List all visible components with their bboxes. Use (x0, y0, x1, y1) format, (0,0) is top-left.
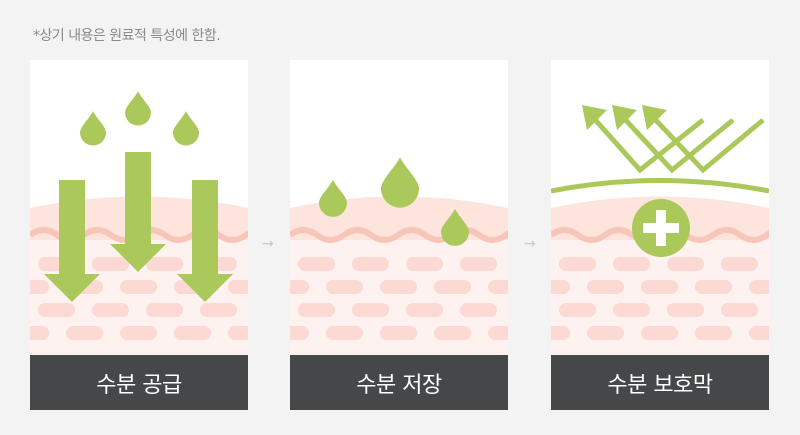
skin-cell (298, 303, 335, 317)
skin-cell (488, 280, 508, 294)
skin-cell (228, 280, 248, 294)
plus-icon-v (656, 210, 666, 246)
water-drop-icon (173, 111, 199, 146)
skin-cell (749, 280, 769, 294)
skin-cell (174, 326, 211, 340)
panel-label: 수분 공급 (30, 355, 248, 410)
skin-cell (298, 257, 335, 271)
panel-moisture-storage: 수분 저장 (290, 60, 508, 410)
barrier-line (551, 178, 769, 194)
skin-cell (613, 257, 650, 271)
panel-label: 수분 저장 (290, 355, 508, 410)
moisture-barrier-illustration (551, 105, 769, 355)
skin-cell (352, 257, 389, 271)
skin-cell (587, 326, 624, 340)
water-drop-icon (441, 208, 469, 246)
water-drop-icon (125, 91, 151, 126)
skin-cell (406, 303, 443, 317)
water-drop-icon (80, 111, 106, 146)
skin-cell (587, 280, 624, 294)
skin-cell (551, 326, 570, 340)
skin-cell (352, 303, 389, 317)
water-drop-icon (319, 179, 347, 217)
arrow-head-icon (612, 105, 637, 130)
skin-cell (92, 257, 129, 271)
skin-cell (488, 326, 508, 340)
reflect-arrow-line (618, 112, 735, 174)
skin-cell (146, 257, 183, 271)
skin-cell (380, 326, 417, 340)
panel-moisture-barrier: 수분 보호막 (551, 60, 769, 410)
skin-cell (667, 257, 704, 271)
skin-cell (30, 280, 49, 294)
arrow-head-icon (582, 105, 607, 130)
skin-cell (326, 326, 363, 340)
water-drop-icon (381, 157, 419, 208)
down-arrow-icon (177, 180, 233, 302)
reflect-arrow-line (648, 112, 765, 174)
skin-cell (695, 280, 732, 294)
arrow-head-icon (642, 105, 667, 130)
panel-moisture-supply: 수분 공급 (30, 60, 248, 410)
reflect-arrow-line (588, 112, 705, 174)
skin-cell (120, 280, 157, 294)
panel-label: 수분 보호막 (551, 355, 769, 410)
down-arrow-icon (110, 152, 166, 272)
skin-cell (641, 326, 678, 340)
skin-cell (721, 257, 758, 271)
flow-arrow-icon: → (524, 236, 536, 252)
skin-cell (66, 326, 103, 340)
moisture-supply-illustration (30, 91, 248, 355)
skin-cell (290, 326, 309, 340)
skin-cell (120, 326, 157, 340)
skin-cell (667, 303, 704, 317)
skin-cell (434, 280, 471, 294)
skin-cell (460, 257, 497, 271)
skin-cell (30, 326, 49, 340)
skin-cell (290, 280, 309, 294)
skin-cell (92, 303, 129, 317)
flow-arrow-icon: → (262, 236, 274, 252)
skin-cell (460, 303, 497, 317)
skin-cell (380, 280, 417, 294)
moisture-storage-illustration (290, 157, 508, 355)
skin-cell (326, 280, 363, 294)
skin-cell (695, 326, 732, 340)
skin-cell (721, 303, 758, 317)
skin-cell (559, 303, 596, 317)
down-arrow-icon (44, 180, 100, 302)
skin-cell (613, 303, 650, 317)
skin-cell (228, 326, 248, 340)
skin-cell (38, 303, 75, 317)
skin-cell (200, 303, 237, 317)
skin-cell (434, 326, 471, 340)
disclaimer-note: *상기 내용은 원료적 특성에 한함. (33, 28, 221, 44)
skin-cell (641, 280, 678, 294)
skin-cell (551, 280, 570, 294)
skin-wave-line (290, 227, 508, 243)
skin-cell (406, 257, 443, 271)
skin-cell (146, 303, 183, 317)
skin-cell (749, 326, 769, 340)
skin-cell (559, 257, 596, 271)
